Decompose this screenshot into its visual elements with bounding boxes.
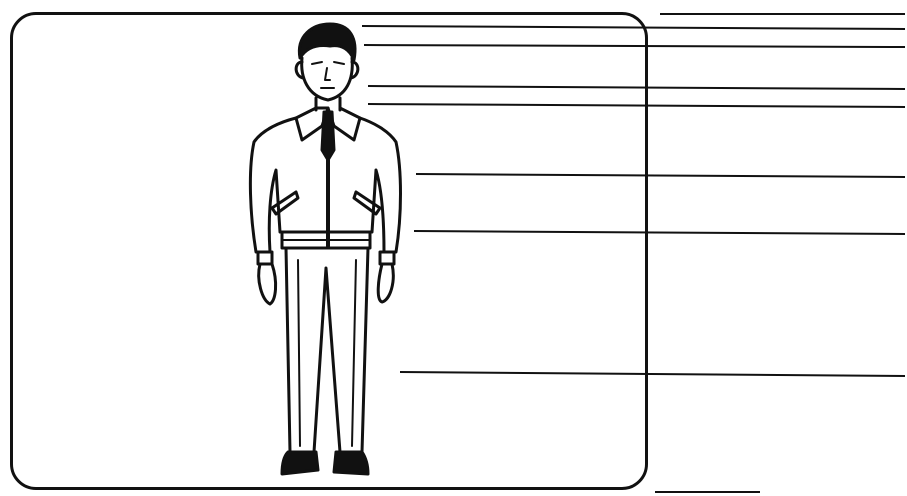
callout-neck-line <box>368 86 905 89</box>
callout-trousers-line <box>400 372 905 376</box>
callout-jacket-line <box>416 174 905 177</box>
tie <box>322 112 334 160</box>
man-figure <box>250 24 400 474</box>
hair <box>299 24 355 60</box>
left-shoe <box>282 452 318 474</box>
callout-hair-line <box>362 26 905 29</box>
callout-face-line <box>364 45 905 47</box>
callout-collar-line <box>368 104 905 107</box>
callout-waistband-line <box>414 231 905 234</box>
right-shoe <box>334 452 368 474</box>
callout-lines <box>362 14 905 492</box>
